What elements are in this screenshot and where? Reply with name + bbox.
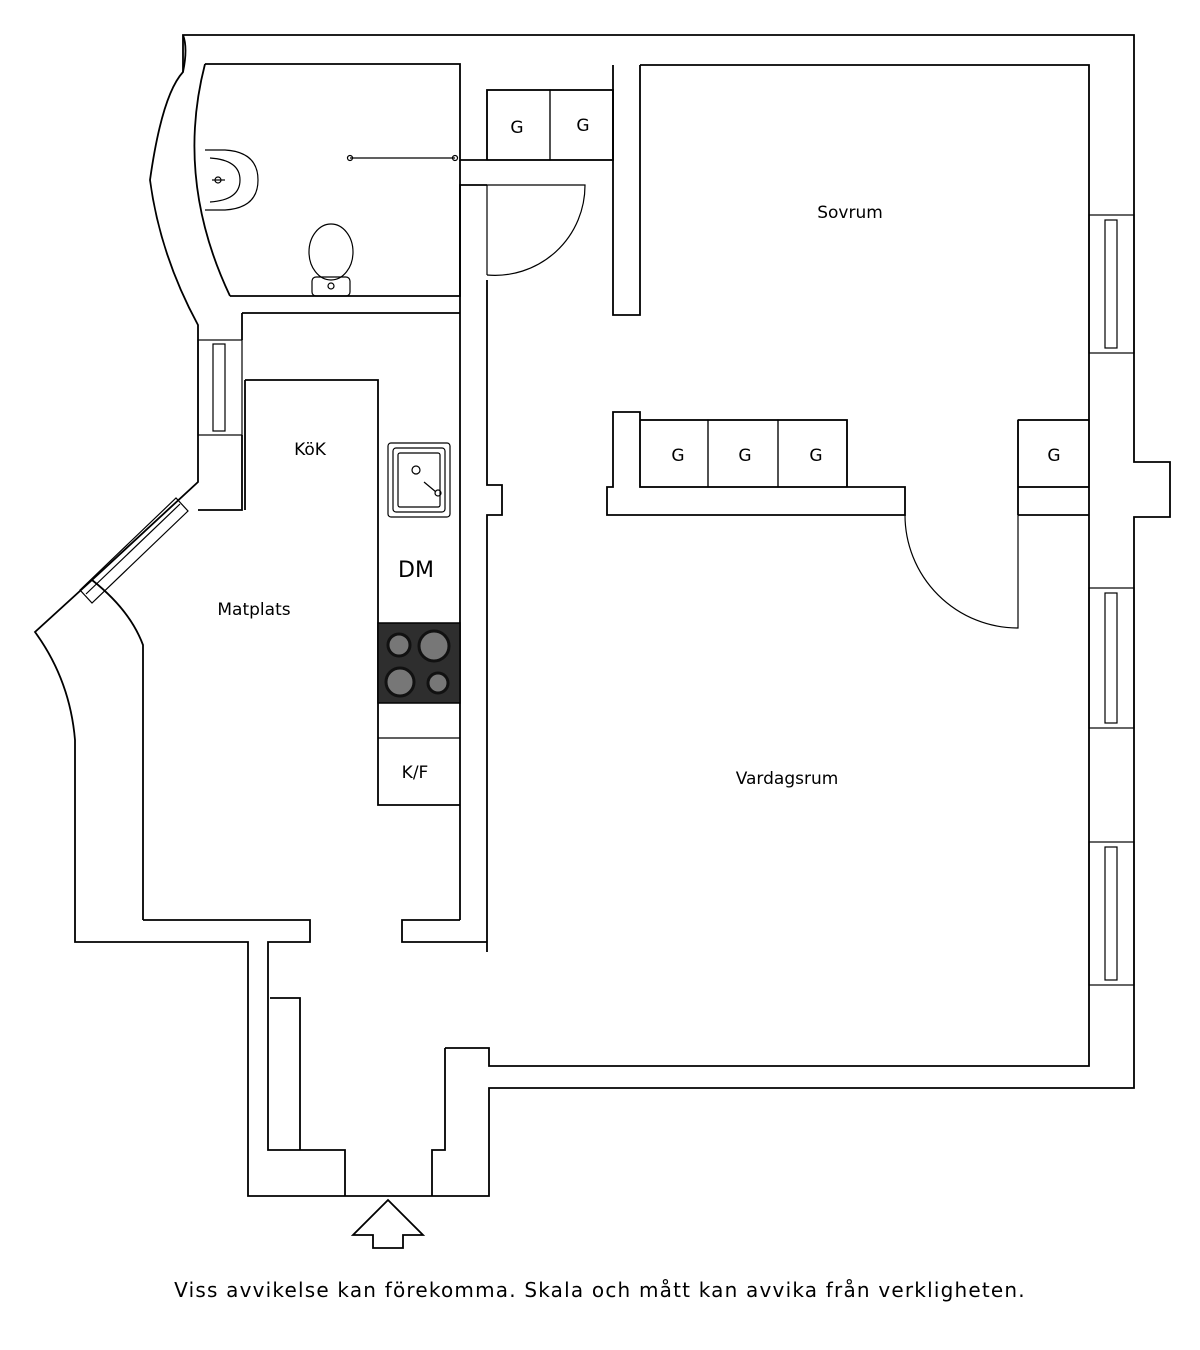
toilet-icon [308,223,354,297]
wardrobes [486,89,1090,488]
wardrobe-label: G [1047,446,1060,466]
windows [79,214,1135,986]
fridge-freezer-label: K/F [402,763,429,783]
kitchen-sink-icon [387,442,451,518]
stove-icon [377,622,461,704]
wardrobe-label: G [809,446,822,466]
entrance-arrow-icon [350,1198,426,1249]
shower-rail [346,154,459,162]
doors [486,184,1019,629]
wardrobe-label: G [671,446,684,466]
room-label-matplats: Matplats [217,600,290,620]
room-label-kok: KöK [294,440,327,460]
room-label-vardagsrum: Vardagsrum [736,769,839,789]
wardrobe-label: G [576,116,589,136]
room-label-sovrum: Sovrum [817,203,883,223]
wardrobe-label: G [738,446,751,466]
dishwasher-label: DM [398,558,434,583]
disclaimer-text: Viss avvikelse kan förekomma. Skala och … [174,1278,1026,1302]
wardrobe-label: G [510,118,523,138]
exterior-wall [33,34,1171,1197]
sink-icon [205,149,259,211]
